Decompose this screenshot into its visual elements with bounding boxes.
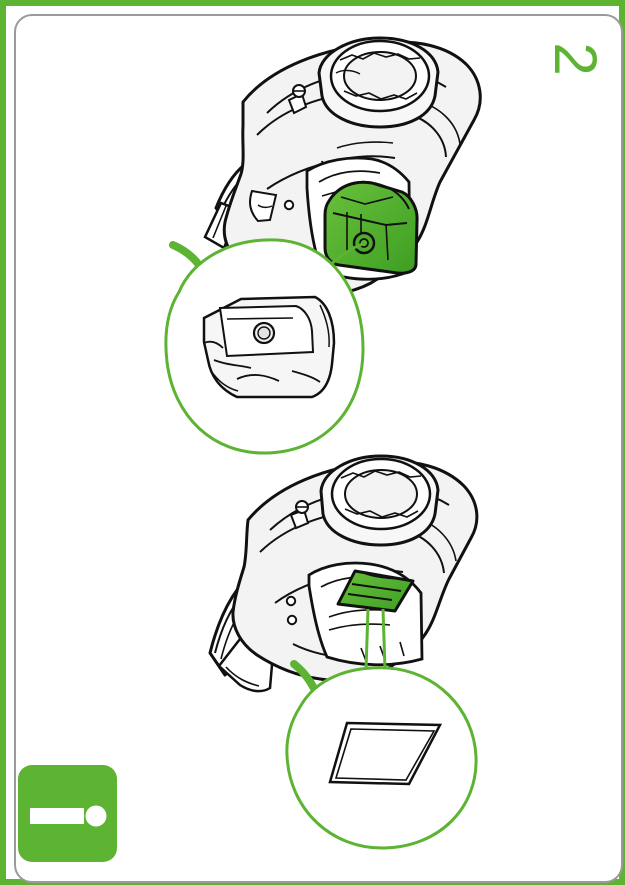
inner-frame <box>14 14 623 883</box>
exclamation-warning-icon <box>18 765 117 862</box>
warning-badge <box>18 765 117 862</box>
step-number: 2 <box>546 27 604 91</box>
